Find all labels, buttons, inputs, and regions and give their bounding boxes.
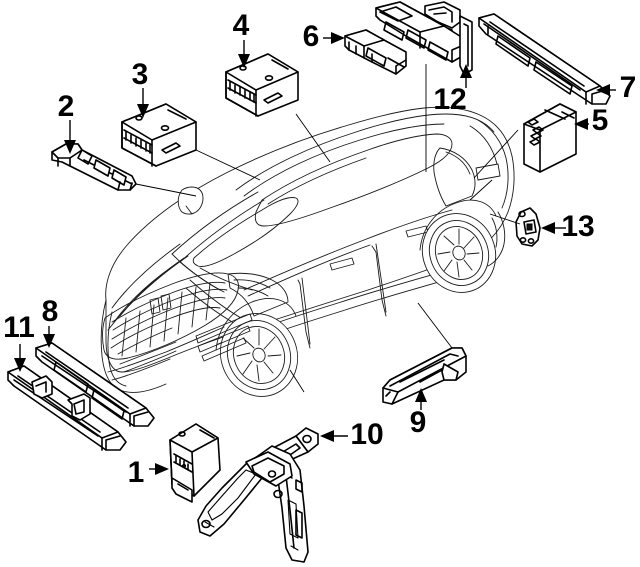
part-1-keyless-entry-module (169, 423, 221, 503)
part-10-mounting-bracket-assembly (197, 427, 319, 563)
leader-9 (415, 388, 427, 410)
callout-number-2: 2 (58, 90, 75, 123)
leader-1 (149, 463, 169, 475)
leader-4 (238, 40, 250, 68)
vehicle-illustration (100, 106, 515, 397)
callout-number-4: 4 (233, 9, 250, 42)
callout-number-13: 13 (561, 210, 594, 243)
callout-number-3: 3 (132, 58, 149, 91)
callout-number-10: 10 (350, 418, 383, 451)
leader-11 (14, 344, 26, 372)
callout-numbers: 1 2 3 4 5 6 7 8 9 10 11 12 13 (3, 9, 636, 489)
callout-number-11: 11 (3, 311, 35, 344)
grille-mesh (110, 281, 228, 357)
callout-number-9: 9 (410, 406, 427, 439)
part-7-roof-antenna-rail-long (478, 13, 611, 105)
leader-2 (64, 120, 76, 154)
callout-number-5: 5 (592, 104, 609, 137)
part-2-roof-antenna-strip-left (51, 143, 137, 191)
callout-number-7: 7 (620, 71, 637, 104)
leader-10 (320, 430, 348, 442)
leader-5 (574, 118, 589, 130)
callout-number-12: 12 (433, 83, 466, 116)
leader-3 (137, 88, 149, 118)
leader-12 (425, 64, 472, 172)
leader-7 (596, 84, 616, 96)
part-5-receiver-module (523, 103, 577, 173)
part-13-rear-sensor-bracket (515, 207, 541, 247)
callout-number-6: 6 (303, 20, 320, 53)
rear-wheel (421, 213, 497, 293)
leader-8 (43, 326, 55, 348)
part-3-body-control-module (121, 103, 197, 167)
leader-13 (541, 222, 566, 234)
part-6-antenna-bracket-short (344, 29, 407, 75)
part-4-gateway-control-module (225, 53, 299, 117)
front-wheel (219, 313, 299, 397)
callout-number-1: 1 (128, 456, 145, 489)
connector-leaders (135, 113, 521, 393)
leader-6 (323, 32, 345, 44)
callout-number-8: 8 (42, 295, 59, 328)
part-8-front-antenna-rail (35, 342, 155, 427)
part-9-rear-door-antenna (382, 347, 467, 405)
